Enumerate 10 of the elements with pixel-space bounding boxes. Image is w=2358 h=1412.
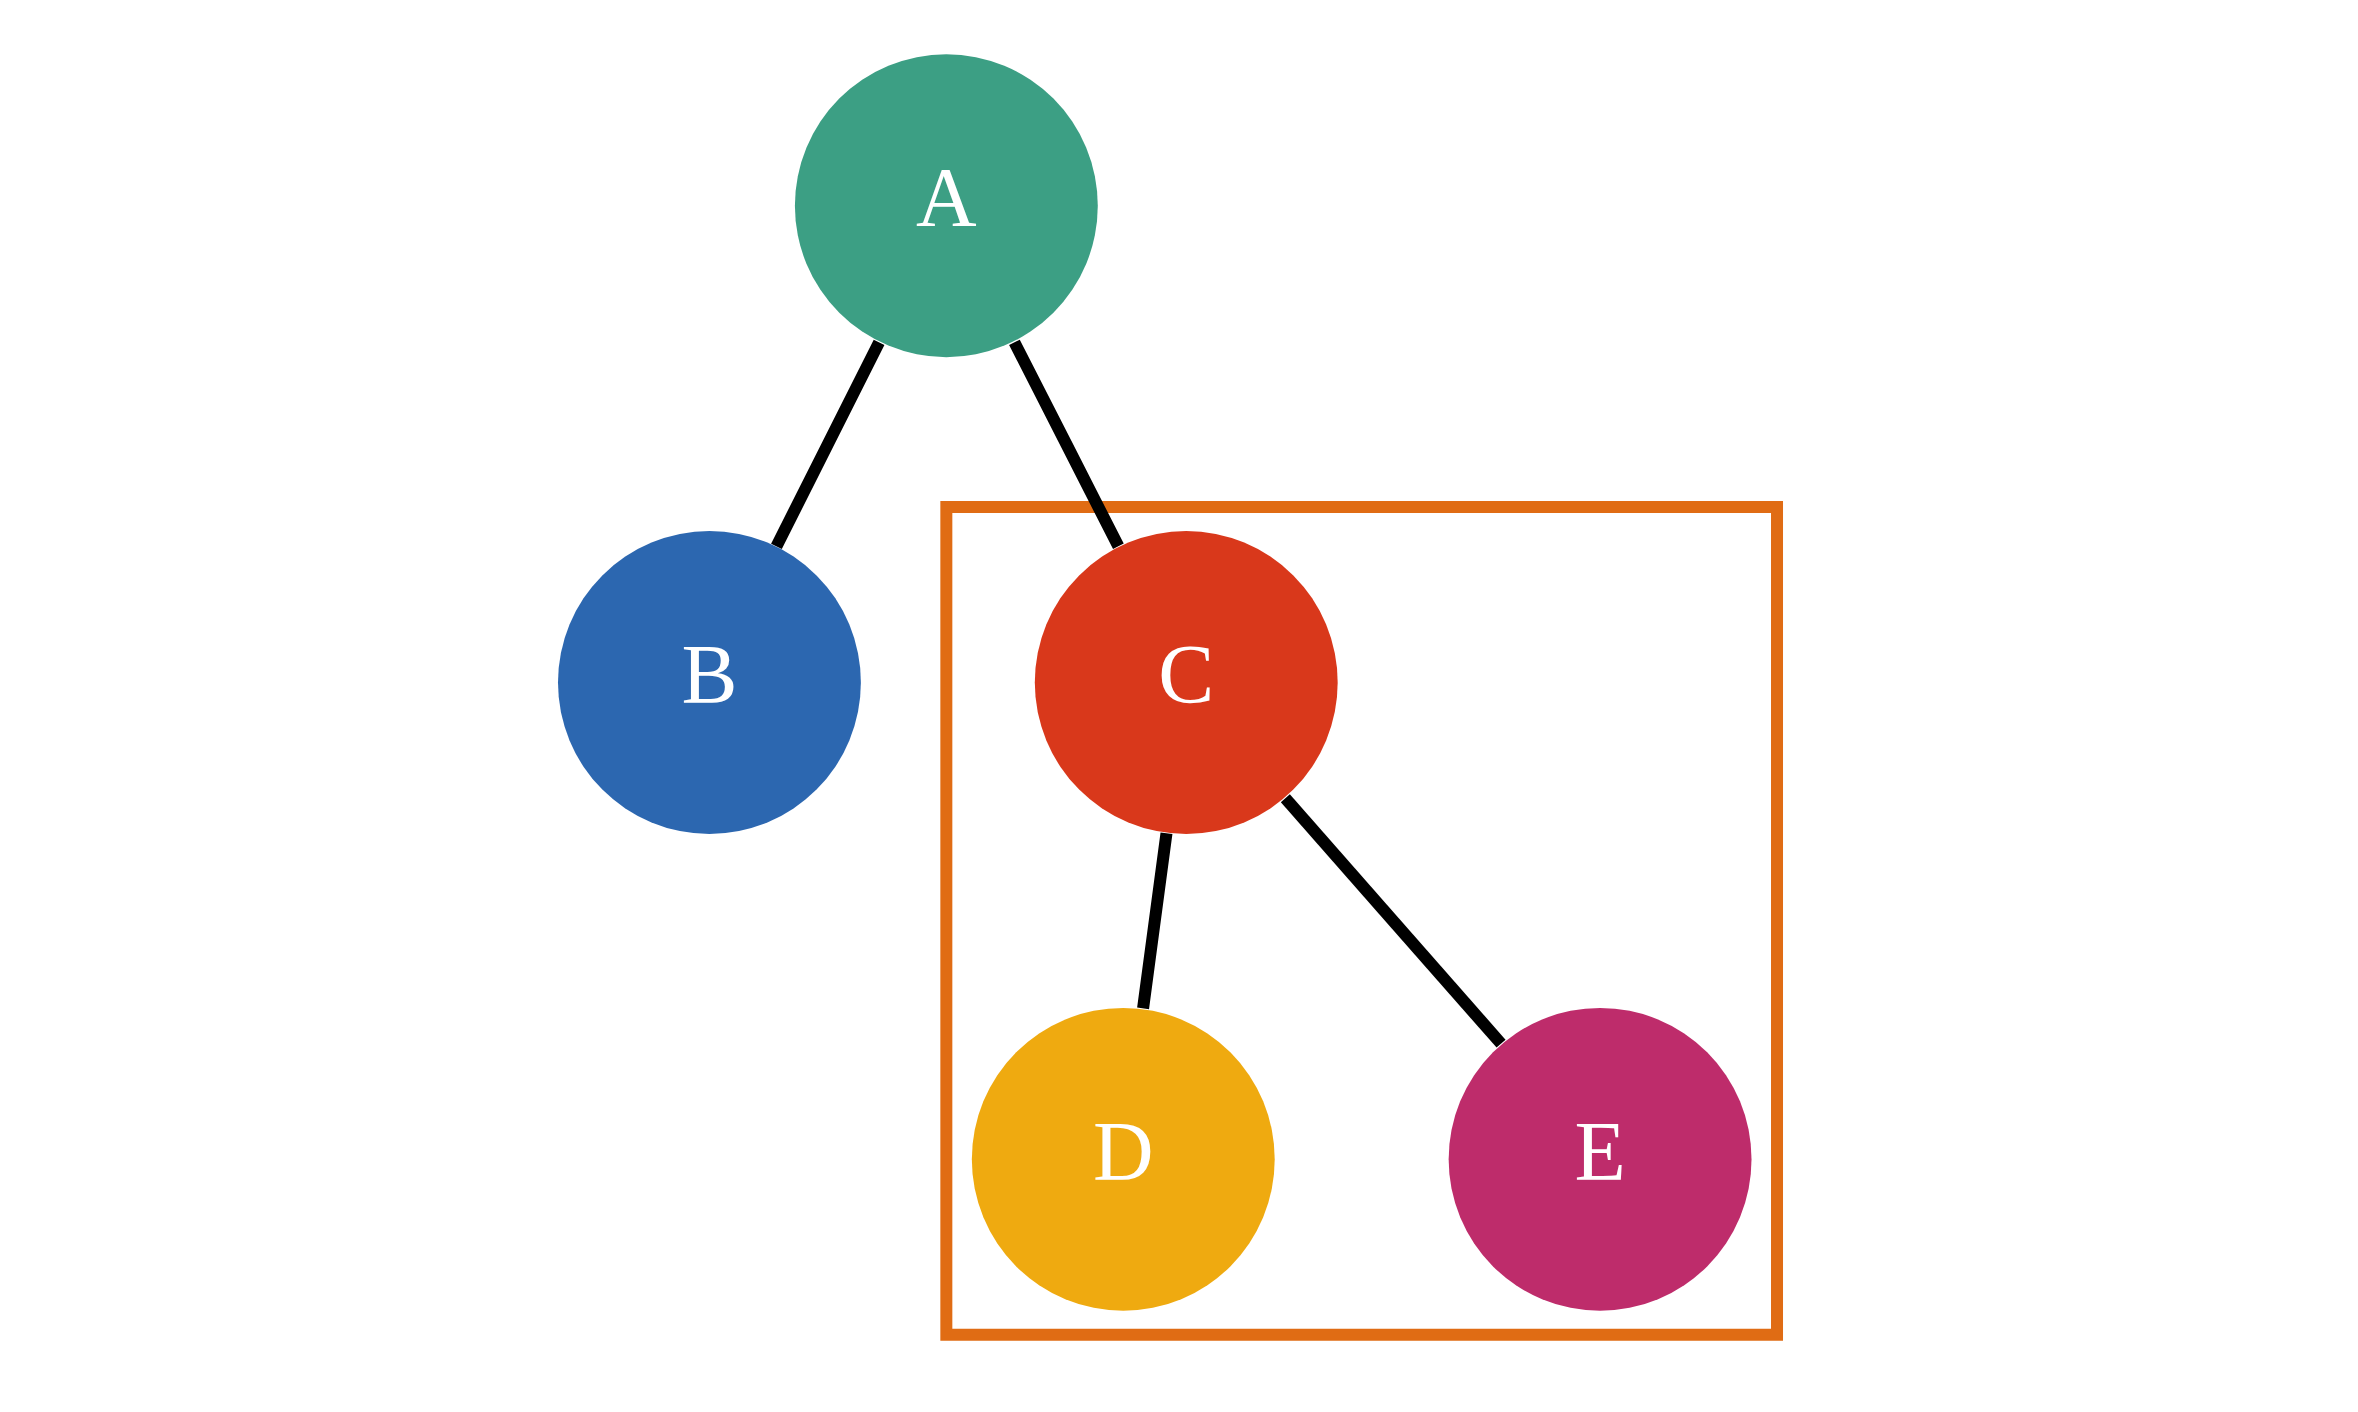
connector (770, 339, 884, 549)
connector (1136, 831, 1172, 1009)
cluster (939, 500, 1783, 1341)
node-circle: E (1448, 1007, 1751, 1311)
connector (1280, 793, 1506, 1048)
node-circle: C (1034, 530, 1338, 834)
node-circle: B (557, 530, 861, 834)
node-circle: A (794, 53, 1098, 357)
connector (1008, 339, 1124, 549)
node-circle: D (971, 1007, 1275, 1311)
